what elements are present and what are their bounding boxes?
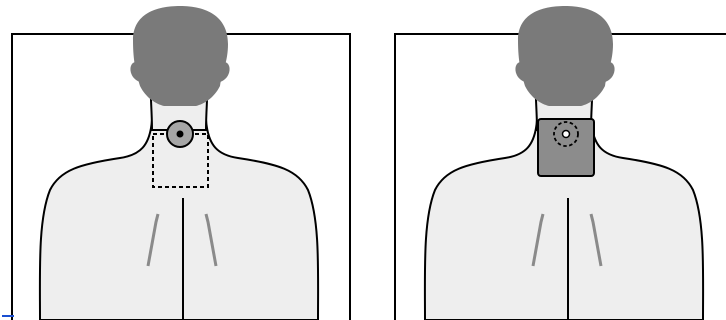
back-torso-icon	[40, 120, 318, 320]
electrode-center	[177, 131, 184, 138]
electrode-center-ring	[563, 131, 570, 138]
panel-left	[0, 0, 360, 320]
panel-right	[380, 0, 726, 320]
head-icon	[518, 6, 613, 106]
head-icon	[133, 6, 228, 106]
square-pad-icon	[538, 119, 594, 176]
